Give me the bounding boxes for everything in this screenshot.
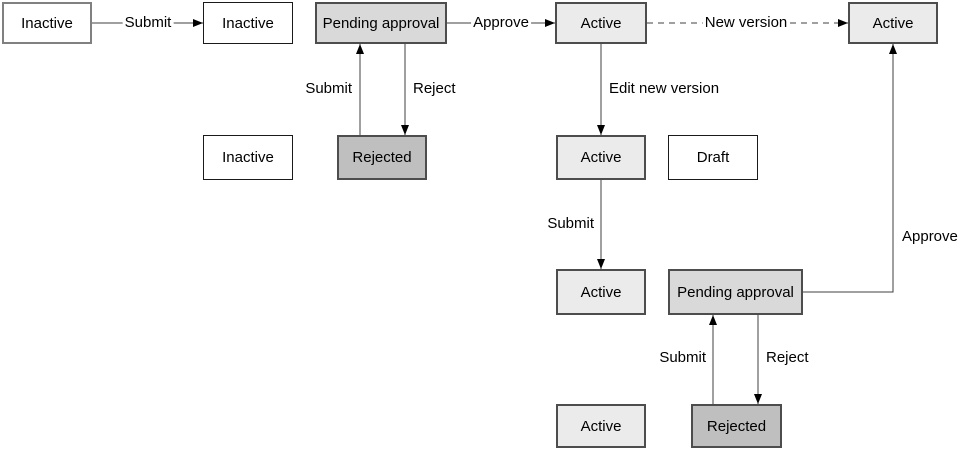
state-label: Active	[872, 14, 914, 32]
state-rejected-top: Rejected	[337, 135, 427, 180]
state-rejected-bottom: Rejected	[691, 404, 782, 448]
state-label: Inactive	[21, 14, 73, 32]
state-inactive-start: Inactive	[2, 2, 92, 44]
state-pending-approval-top: Pending approval	[315, 2, 447, 44]
edge-label-approve-right: Approve	[900, 227, 960, 246]
state-label: Inactive	[222, 149, 274, 166]
state-label: Pending approval	[677, 283, 794, 301]
state-active-new-version: Active	[848, 2, 938, 44]
state-pending-approval-bottom: Pending approval	[668, 269, 803, 315]
edge-approve-right-line	[803, 44, 897, 293]
state-label: Rejected	[352, 149, 412, 166]
state-label: Active	[580, 14, 622, 32]
state-active-row4: Active	[556, 404, 646, 448]
state-draft: Draft	[668, 135, 758, 180]
state-active-row3: Active	[556, 269, 646, 315]
edge-label-edit-new-version: Edit new version	[607, 79, 722, 98]
edge-label-submit-middle: Submit	[545, 214, 596, 233]
state-label: Draft	[696, 149, 730, 166]
state-label: Active	[580, 417, 622, 435]
edge-label-submit-top: Submit	[122, 13, 174, 32]
edge-label-new-version: New version	[702, 13, 790, 32]
state-label: Active	[580, 149, 622, 166]
state-label: Pending approval	[322, 14, 440, 32]
state-inactive-submitted: Inactive	[203, 2, 293, 44]
state-label: Rejected	[706, 417, 767, 435]
edge-label-submit-bottom: Submit	[657, 348, 708, 367]
state-label: Inactive	[222, 14, 274, 32]
edge-label-submit-left: Submit	[303, 79, 354, 98]
state-active-top: Active	[555, 2, 647, 44]
state-inactive-row2: Inactive	[203, 135, 293, 180]
state-label: Active	[580, 283, 622, 301]
edge-label-reject-left: Reject	[411, 79, 458, 98]
edge-label-approve-top: Approve	[471, 13, 531, 32]
edge-label-reject-bottom: Reject	[764, 348, 811, 367]
state-active-row2: Active	[556, 135, 646, 180]
